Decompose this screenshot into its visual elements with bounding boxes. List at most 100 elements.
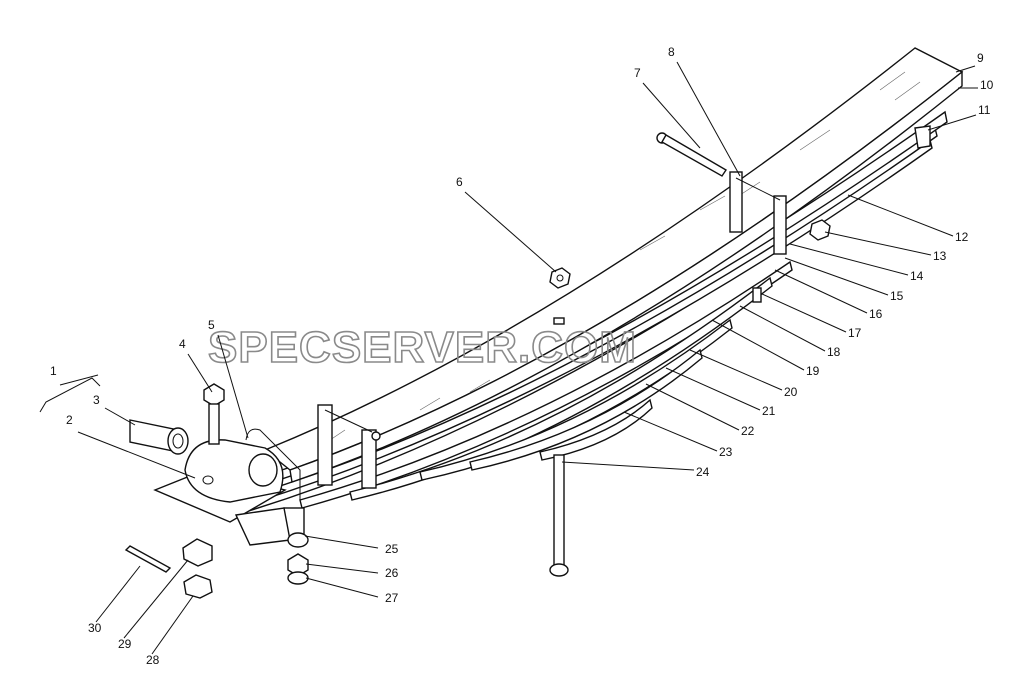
callout-3: 3 [93,393,100,407]
nut-29 [182,538,213,567]
leaf-lower-5 [469,348,703,471]
bolt-7-shank [661,134,727,177]
leader-line-14 [789,243,909,276]
leader-line-1 [59,374,99,386]
callout-14: 14 [910,269,924,283]
bracket-eye [248,453,278,487]
leader-line-17 [761,293,847,333]
washer-27 [287,571,309,585]
main-leaf-edge [289,70,963,483]
leader-line-8 [676,61,741,177]
leader-line-12 [847,194,954,237]
leader-line-23 [623,411,718,452]
center-pin [553,317,565,325]
nut-13 [809,219,831,241]
callout-30: 30 [88,621,102,635]
front-clamp-nut [371,431,381,441]
leader-line-13 [824,231,932,256]
leader-line-7 [642,82,701,149]
leaf-lower-6 [539,398,653,461]
cotter-pin-30 [124,545,172,573]
leaf-shading [329,71,921,441]
rear-clamp-right-plate [773,195,787,255]
front-clamp-right-plate [361,429,377,489]
center-bolt-head [549,563,569,577]
castle-nut-28 [183,574,213,599]
callout-12: 12 [955,230,969,244]
leader-line-19 [711,319,805,371]
leader-line-28 [151,595,194,655]
rear-end-clip [914,125,931,149]
bushing-bore [172,433,184,449]
callout-9: 9 [977,51,984,65]
lower-spacer [234,507,291,546]
rear-clamp-top [735,177,781,201]
nut-26 [287,553,309,577]
bolt-4 [203,383,225,445]
leader-line-6 [464,191,557,273]
callout-22: 22 [741,424,755,438]
callout-25: 25 [385,542,399,556]
center-bolt [549,454,569,577]
bolt-7 [656,132,727,177]
leader-line-16 [774,269,868,314]
assembly-bracket-1 [39,377,101,413]
callout-5: 5 [208,318,215,332]
callout-28: 28 [146,653,160,667]
leader-line-18 [739,305,826,352]
callout-29: 29 [118,637,132,651]
callout-20: 20 [784,385,798,399]
callout-2: 2 [66,413,73,427]
bushing-face [167,427,189,455]
leader-line-25 [304,535,379,549]
callout-10: 10 [980,78,994,92]
callout-16: 16 [869,307,883,321]
leader-line-29 [123,559,189,639]
bushing [129,419,189,455]
bolt-4-head [203,383,225,407]
leader-line-20 [689,349,783,391]
callout-21: 21 [762,404,776,418]
leader-line-5 [217,334,249,439]
nut-6-hole [556,274,564,282]
front-clamp-left-plate [317,404,333,486]
bolt-17 [752,287,762,303]
leader-line-30 [95,565,141,623]
leader-line-22 [645,383,740,431]
callout-7: 7 [634,66,641,80]
leader-line-26 [305,563,379,574]
callout-8: 8 [668,45,675,59]
callout-24: 24 [696,465,710,479]
callout-11: 11 [978,103,991,117]
leader-line-3 [104,407,136,426]
bracket-hole [202,475,214,485]
callout-19: 19 [806,364,820,378]
leader-lines [39,61,978,655]
callout-13: 13 [933,249,947,263]
leader-line-9 [955,65,976,73]
watermark: SPECSERVER.COM [208,323,637,372]
callout-23: 23 [719,445,733,459]
callout-1: 1 [50,364,57,378]
front-clamp-bolt [324,409,373,433]
leader-line-15 [784,257,889,296]
bolt-4-shank [208,403,220,445]
front-bracket [153,439,287,523]
leader-line-24 [561,461,695,471]
leader-line-21 [665,367,761,411]
callout-4: 4 [179,337,186,351]
callout-6: 6 [456,175,463,189]
leader-line-11 [927,114,977,131]
shackle-5 [245,428,301,500]
rear-clamp-left-plate [729,171,743,233]
front-clamp [317,404,381,489]
leader-line-27 [305,577,379,598]
leader-line-2 [77,431,196,479]
leaf-lower-2 [299,260,793,509]
leaf-spring-assembly [229,47,964,517]
rear-clamp [729,171,787,255]
leader-line-4 [187,353,213,393]
callout-18: 18 [827,345,841,359]
